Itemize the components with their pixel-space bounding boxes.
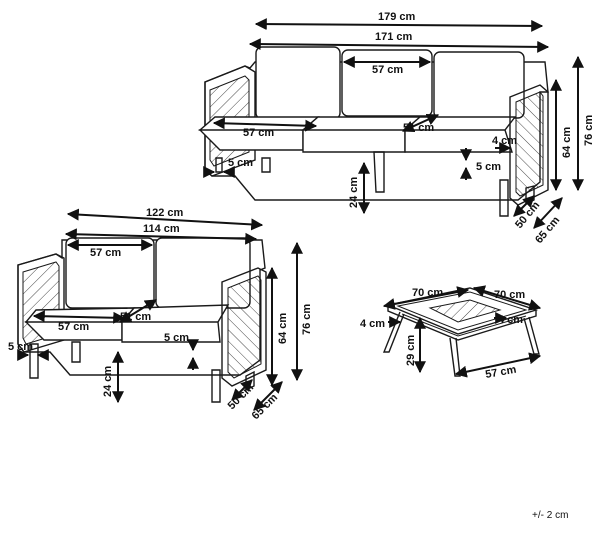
table-leg-front	[449, 337, 461, 377]
table-edge-left-label: 4 cm	[360, 318, 385, 330]
sofa3-leg-front-right	[499, 179, 509, 217]
sofa3-back-cushion-label: 57 cm	[372, 64, 403, 76]
sofa3-total-depth-line	[533, 197, 563, 229]
sofa2-total-depth-line	[253, 381, 283, 411]
sofa3-overall-width-label: 179 cm	[378, 11, 416, 23]
sofa3-seat-cushion-label: 57 cm	[243, 127, 274, 139]
table-base-width-line	[454, 352, 542, 378]
sofa3-arm-width-label: 5 cm	[228, 157, 253, 169]
sofa2-total-height-label: 76 cm	[301, 304, 313, 335]
sofa3-back-cushion-2	[341, 49, 433, 117]
sofa3-inner-width-label: 171 cm	[375, 31, 413, 43]
table-top-width-right-line	[472, 285, 542, 311]
sofa3-leg-height-label: 24 cm	[348, 177, 360, 208]
sofa3-arm-thickness-label: 4 cm	[492, 135, 517, 147]
sofa3-back-cushion-1	[255, 46, 341, 120]
sofa2-frame-depth-label: 50 cm	[226, 381, 257, 412]
sofa2-total-depth-label: 65 cm	[250, 391, 281, 422]
sofa3-seat-depth-label: 51 cm	[403, 122, 434, 134]
table-top-width-right-label: 70 cm	[494, 289, 525, 301]
sofa3-seat-depth-line	[401, 114, 440, 132]
sofa2-inner-width-label: 114 cm	[143, 223, 180, 235]
table-top-width-left-label: 70 cm	[412, 287, 443, 299]
sofa3-cushion-offset-label: 5 cm	[476, 161, 501, 173]
sofa2-leg-height-label: 24 cm	[102, 366, 114, 397]
table-edge-right-label: 4 cm	[498, 314, 523, 326]
sofa2-seat-cushion-line	[32, 310, 126, 324]
sofa3-leg-back-middle	[261, 157, 271, 173]
sofa2-inner-width-line	[64, 228, 258, 245]
sofa3-seat-cushion-line	[212, 117, 318, 132]
two-seat-sofa: 122 cm 114 cm 57 cm 57 cm 51 cm 5 cm 5 c…	[8, 207, 313, 422]
table-leg-right	[523, 316, 540, 355]
table-base-width-label: 57 cm	[484, 364, 517, 381]
sofa2-overall-width-label: 122 cm	[146, 207, 184, 219]
table-top-width-left-line	[382, 286, 470, 310]
three-seat-sofa: 179 cm 171 cm 57 cm 57 cm 51 cm 4 cm 5 c…	[198, 11, 595, 246]
sofa2-arm-width-label: 5 cm	[8, 341, 33, 353]
sofa2-leg-front-right	[211, 369, 221, 403]
sofa3-overall-width-line	[254, 18, 544, 32]
sofa3-inner-width-line	[248, 38, 550, 53]
table-height-label: 29 cm	[405, 335, 417, 366]
sofa2-seat-depth-label: 51 cm	[120, 311, 151, 323]
sofa3-frame-depth-line	[513, 195, 535, 217]
sofa3-seat-height-label: 64 cm	[561, 127, 573, 158]
sofa2-seat-cushion-label: 57 cm	[58, 321, 89, 333]
table-leg-left	[382, 311, 405, 353]
sofa2-seat-height-label: 64 cm	[277, 313, 289, 344]
table-top-pattern	[428, 299, 502, 323]
sofa3-leg-back-left	[215, 157, 223, 173]
tolerance-note: +/- 2 cm	[532, 510, 568, 521]
sofa2-frame-depth-line	[231, 379, 253, 401]
sofa2-leg-back-left	[71, 341, 81, 363]
coffee-table: 70 cm 70 cm 4 cm 4 cm 29 cm 57 cm	[360, 285, 542, 381]
sofa3-total-depth-label: 65 cm	[533, 214, 562, 246]
sofa2-leg-front-left	[29, 343, 39, 379]
sofa2-back-cushion-label: 57 cm	[90, 247, 121, 259]
sofa2-seat-depth-line	[118, 299, 158, 323]
sofa3-total-height-label: 76 cm	[583, 115, 595, 146]
sofa2-cushion-offset-label: 5 cm	[164, 332, 189, 344]
sofa3-leg-front-middle	[373, 151, 385, 193]
sofa3-right-arm	[509, 84, 549, 206]
sofa2-overall-width-line	[66, 208, 264, 231]
